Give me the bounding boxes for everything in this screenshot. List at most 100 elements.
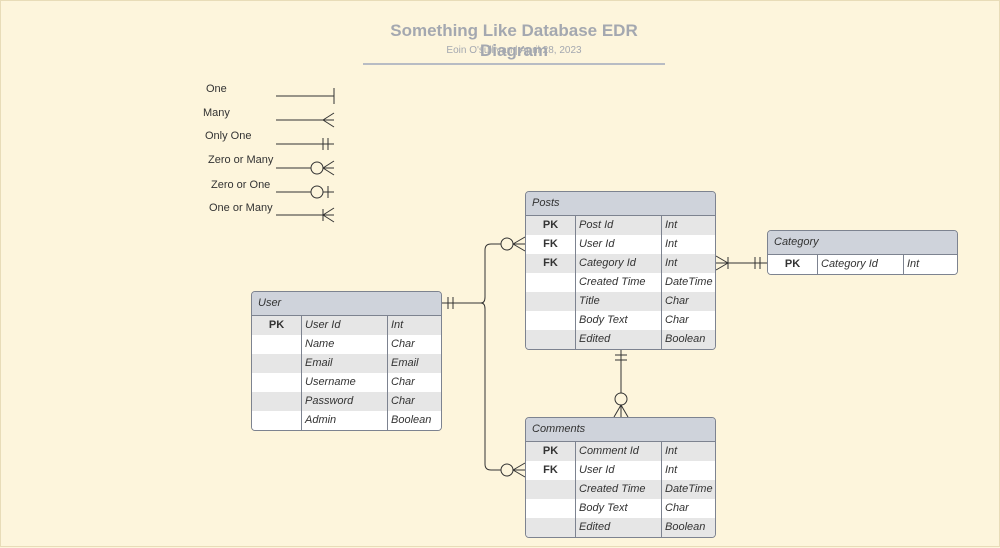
type-cell: Char	[391, 395, 415, 407]
field-cell: Body Text	[576, 499, 662, 518]
legend-symbol-one	[276, 88, 335, 104]
type-cell: Boolean	[665, 333, 706, 345]
legend-symbol-zero-or-one	[276, 185, 334, 199]
type-cell: Boolean	[665, 521, 706, 533]
legend-label-only-one: Only One	[205, 130, 252, 142]
type-cell: Int	[665, 464, 678, 476]
type-cell: Int	[665, 257, 678, 269]
key-cell: FK	[526, 461, 576, 480]
legend-label-many: Many	[203, 107, 230, 119]
key-cell	[526, 311, 576, 330]
key-cell	[526, 292, 576, 311]
key-cell: PK	[252, 316, 302, 335]
key-cell	[526, 518, 576, 537]
key-cell	[526, 330, 576, 349]
legend-label-one-or-many: One or Many	[209, 202, 273, 214]
type-cell: Int	[665, 238, 678, 250]
type-cell: DateTime	[665, 483, 713, 495]
key-cell	[252, 335, 302, 354]
type-cell: Int	[665, 445, 678, 457]
field-cell: Category Id	[576, 254, 662, 273]
key-cell: PK	[526, 216, 576, 235]
relation-posts-comments	[613, 349, 629, 418]
type-cell: Char	[665, 295, 689, 307]
key-cell: FK	[526, 254, 576, 273]
type-cell: DateTime	[665, 276, 713, 288]
type-cell: Email	[391, 357, 419, 369]
diagram-title: Something Like Database EDR Diagram	[363, 21, 665, 65]
field-cell: Email	[302, 354, 388, 373]
legend-label-zero-or-many: Zero or Many	[208, 154, 274, 166]
key-cell: PK	[768, 255, 818, 274]
field-cell: Title	[576, 292, 662, 311]
field-cell: Name	[302, 335, 388, 354]
entity-category-header: Category	[768, 231, 957, 255]
type-cell: Char	[665, 314, 689, 326]
field-cell: Admin	[302, 411, 388, 430]
key-cell	[252, 354, 302, 373]
field-cell: Edited	[576, 518, 662, 537]
diagram-subtitle: Eoin O'sullivan | April 28, 2023	[446, 45, 582, 56]
field-cell: Edited	[576, 330, 662, 349]
field-cell: User Id	[302, 316, 388, 335]
key-cell: FK	[526, 235, 576, 254]
type-cell: Char	[391, 376, 415, 388]
field-cell: Body Text	[576, 311, 662, 330]
field-cell: Post Id	[576, 216, 662, 235]
field-cell: Username	[302, 373, 388, 392]
field-cell: Created Time	[576, 480, 662, 499]
field-cell: Password	[302, 392, 388, 411]
relation-posts-category	[715, 255, 767, 271]
legend-label-one: One	[206, 83, 227, 95]
type-cell: Int	[391, 319, 404, 331]
field-cell: User Id	[576, 461, 662, 480]
type-cell: Int	[907, 258, 920, 270]
key-cell: PK	[526, 442, 576, 461]
legend-symbol-zero-or-many	[276, 160, 335, 176]
field-cell: Comment Id	[576, 442, 662, 461]
type-cell: Char	[391, 338, 415, 350]
type-cell: Char	[665, 502, 689, 514]
key-cell	[526, 480, 576, 499]
entity-user-header: User	[252, 292, 441, 316]
relation-user-posts-comments	[442, 236, 526, 478]
legend-label-zero-or-one: Zero or One	[211, 179, 271, 191]
key-cell	[252, 373, 302, 392]
entity-posts-header: Posts	[526, 192, 715, 216]
type-cell: Boolean	[391, 414, 432, 426]
key-cell	[526, 499, 576, 518]
key-cell	[252, 392, 302, 411]
legend-symbol-one-or-many	[276, 207, 335, 223]
field-cell: Category Id	[818, 255, 904, 274]
field-cell: Created Time	[576, 273, 662, 292]
key-cell	[526, 273, 576, 292]
key-cell	[252, 411, 302, 430]
legend-symbol-only-one	[276, 138, 334, 150]
entity-comments-header: Comments	[526, 418, 715, 442]
